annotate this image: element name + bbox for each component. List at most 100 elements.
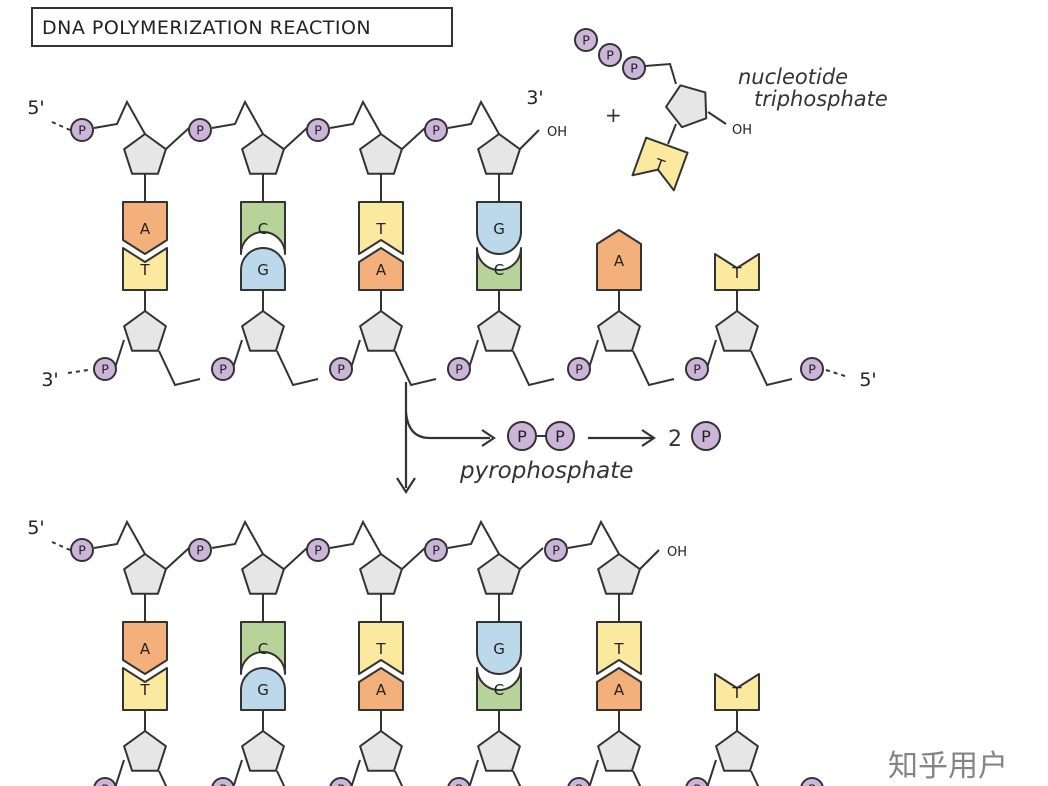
base-letter-T: T: [139, 681, 150, 699]
arrow-branch-head: [481, 429, 496, 447]
backbone-link-top: [93, 519, 146, 555]
base-letter-C: C: [494, 261, 504, 279]
base-shape-A: [358, 247, 404, 291]
phosphate-label: P: [432, 123, 440, 138]
base-letter-T: T: [375, 220, 386, 238]
phosphate-label: P: [630, 61, 638, 76]
arrow-branch: [404, 411, 490, 440]
base-shape-G: [240, 667, 286, 711]
phosphate-circle: [691, 421, 721, 451]
backbone-link-top-right: [283, 127, 308, 150]
phosphate-top-0: P: [70, 118, 94, 142]
base-letter-A: A: [376, 681, 387, 699]
diagram-title: DNA POLYMERIZATION REACTION: [42, 17, 371, 39]
backbone-link-bottom-left: [232, 759, 243, 786]
phosphate-label: P: [693, 362, 701, 377]
base-shape-A: [122, 621, 168, 675]
base-shape-T: [358, 201, 404, 255]
base-bottom-3: C: [476, 247, 522, 291]
oh-label-top: OH: [547, 125, 567, 140]
ntp-phosphate-2: P: [598, 43, 622, 67]
base-top-4: T: [596, 621, 642, 675]
sugar-bottom-1: [241, 730, 285, 772]
ntp-stem: [667, 123, 677, 145]
watermark: 知乎用户: [888, 749, 1008, 784]
phosphate-circle: [424, 538, 448, 562]
label-5prime-bottom: 5': [859, 369, 876, 391]
plus-sign: +: [605, 103, 622, 127]
backbone-link-bottom-right: [276, 770, 286, 786]
base-shape-T: [631, 136, 689, 192]
phosphate-circle: [329, 777, 353, 786]
phosphate-circle: [306, 118, 330, 142]
phosphate-label: P: [196, 123, 204, 138]
lead-bottom-right: [825, 369, 849, 378]
base-letter-G: G: [257, 261, 269, 279]
base-shape-T: [714, 673, 760, 711]
phosphate-bottom-5: P: [685, 357, 709, 381]
phosphate-circle: [544, 538, 568, 562]
sugar-bottom-3: [477, 310, 521, 352]
phosphate-bottom-1: P: [211, 777, 235, 786]
phosphate-circle: [800, 777, 824, 786]
ntp-link: [644, 62, 677, 85]
oh-link: [639, 549, 660, 570]
phosphate-label: P: [701, 427, 711, 446]
base-shape-T: [122, 247, 168, 291]
phosphate-label: P: [575, 782, 583, 786]
phosphate-label: P: [101, 362, 109, 377]
phosphate-circle: [598, 43, 622, 67]
phosphate-top-4: P: [544, 538, 568, 562]
phosphate-bottom-1: P: [211, 357, 235, 381]
lead-top-left: [51, 121, 71, 131]
backbone-link-bottom-right: [750, 350, 793, 387]
base-bottom-1: G: [240, 247, 286, 291]
phosphate-circle: [329, 357, 353, 381]
base-letter-T: T: [731, 684, 742, 702]
backbone-link-bottom-right: [276, 350, 319, 387]
base-shape-A: [122, 201, 168, 255]
phosphate-top-1: P: [188, 538, 212, 562]
panel-after-reaction: 5'3'5'PPPPPOHPPPPPPPATCGTAGCTAT: [27, 517, 824, 786]
phosphate-top-2: P: [306, 118, 330, 142]
phosphate-bottom-2: P: [329, 357, 353, 381]
sugar-top-1: [241, 133, 285, 175]
backbone-link-top: [211, 519, 264, 555]
phosphate-top-1: P: [188, 118, 212, 142]
base-letter-T: T: [731, 264, 742, 282]
base-letter-A: A: [376, 261, 387, 279]
sugar-bottom-4: [597, 310, 641, 352]
phosphate-circle: [567, 357, 591, 381]
base-letter-T: T: [375, 640, 386, 658]
sugar-top-3: [477, 133, 521, 175]
backbone-link-bottom-left: [706, 339, 717, 369]
base-bottom-2: A: [358, 247, 404, 291]
phosphate-label: P: [517, 427, 527, 446]
phosphate-label: P: [101, 782, 109, 786]
phosphate-label: P: [575, 362, 583, 377]
backbone-link-top: [93, 99, 146, 135]
backbone-link-bottom-left: [588, 759, 599, 786]
backbone-link-bottom-left: [114, 339, 125, 369]
product-count: 2: [668, 427, 682, 452]
base-top-2: T: [358, 621, 404, 675]
phosphate-label: P: [78, 123, 86, 138]
backbone-link-bottom-right: [394, 770, 404, 786]
phosphate-label: P: [582, 33, 590, 48]
backbone-link-top: [211, 99, 264, 135]
backbone-link-bottom-left: [114, 759, 125, 786]
ntp-sugar: [665, 84, 708, 129]
phosphate-circle: [685, 357, 709, 381]
lead-top-left: [51, 541, 71, 551]
nucleotide-label-line1: nucleotide: [738, 65, 848, 89]
nucleotide-label-line2: triphosphate: [754, 87, 888, 111]
phosphate-label: P: [337, 362, 345, 377]
base-bottom-2: A: [358, 667, 404, 711]
sugar-top-2: [359, 553, 403, 595]
oh-label-top: OH: [667, 545, 687, 560]
base-bottom-1: G: [240, 667, 286, 711]
sugar-bottom-2: [359, 310, 403, 352]
base-shape-G: [476, 621, 522, 675]
